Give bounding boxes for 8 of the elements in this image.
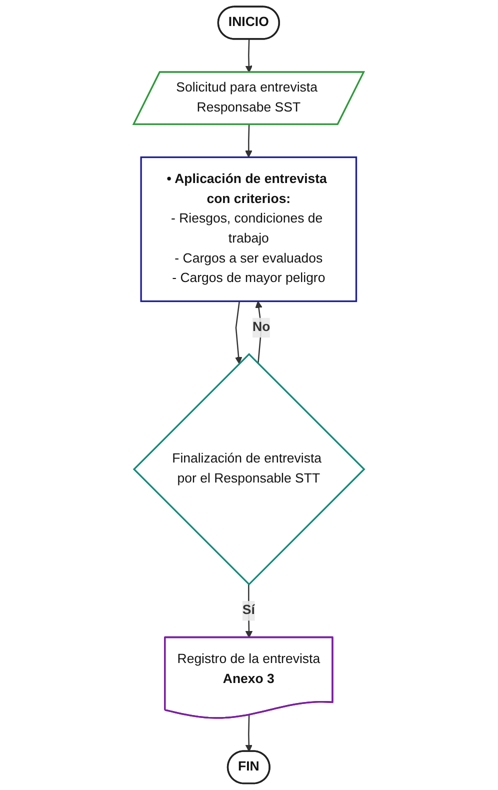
arrow [245,39,253,73]
node-box: • Aplicación de entrevista con criterios: - Riesgos, condiciones de trabajo - Cargos a ser evaluados - Cargos de mayor peligro [140,156,358,302]
arrow [245,124,252,158]
arrow [245,715,253,752]
edge-label: Sí [242,603,256,618]
arrow [235,301,242,364]
node-diamond: Finalización de entrevista por el Responsable STT [132,353,366,586]
edge-label: No [252,320,270,334]
